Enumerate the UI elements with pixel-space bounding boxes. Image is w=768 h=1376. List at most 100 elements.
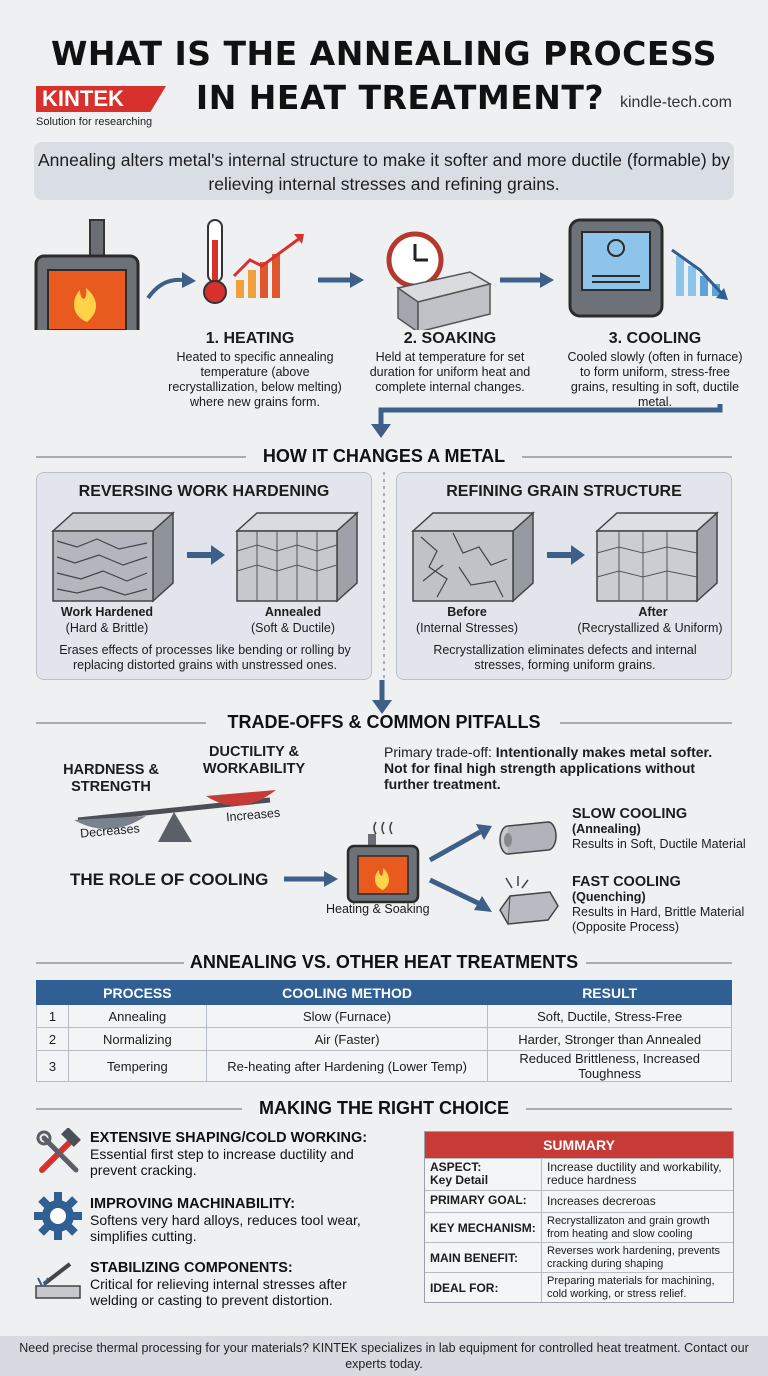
summary-value: Increase ductility and workability, redu… xyxy=(547,1160,722,1187)
primary-tradeoff-prefix: Primary trade-off: xyxy=(384,744,496,760)
step-heating-title: 1. HEATING xyxy=(205,330,295,347)
table-cell: 2 xyxy=(36,1027,69,1051)
brand-tagline: Solution for researching xyxy=(36,116,153,128)
summary-key: PRIMARY GOAL: xyxy=(425,1191,542,1212)
choice-title: EXTENSIVE SHAPING/COLD WORKING: xyxy=(90,1130,368,1146)
step-cooling-title: 3. COOLING xyxy=(608,330,702,347)
divider xyxy=(560,722,732,724)
welding-icon xyxy=(35,1262,81,1299)
slow-cooling-cylinder-icon xyxy=(499,821,557,855)
small-furnace-icon xyxy=(346,821,420,904)
oven-icon xyxy=(568,218,664,318)
hardness-label: HARDNESS & STRENGTH xyxy=(63,762,159,795)
fast-cooling-sub: (Quenching) xyxy=(572,890,646,904)
panel-title: REFINING GRAIN STRUCTURE xyxy=(446,483,682,500)
work-hardened-label: Work Hardened xyxy=(60,605,154,619)
table-header-row: PROCESS COOLING METHOD RESULT xyxy=(36,980,732,1005)
step-heating-desc: Heated to specific annealing temperature… xyxy=(168,350,342,409)
divider xyxy=(36,722,206,724)
table-cell: Air (Faster) xyxy=(205,1027,489,1051)
work-hardening-cubes xyxy=(51,511,359,603)
work-hardened-sublabel: (Hard & Brittle) xyxy=(65,621,149,635)
fast-cooling-note: (Opposite Process) xyxy=(572,920,679,934)
thermometer-icon xyxy=(203,219,227,304)
choice-desc: Critical for relieving internal stresses… xyxy=(90,1276,347,1308)
fast-cooling-bar-icon xyxy=(499,876,559,925)
summary-row: ASPECT: Key Detail Increase ductility an… xyxy=(425,1158,733,1190)
summary-key: MAIN BENEFIT: xyxy=(425,1243,542,1272)
clock-icon xyxy=(386,231,444,289)
section-heading-choice: MAKING THE RIGHT CHOICE xyxy=(259,1098,509,1118)
table-row: 1 Annealing Slow (Furnace) Soft, Ductile… xyxy=(36,1004,732,1028)
summary-value: Reverses work hardening, prevents cracki… xyxy=(547,1245,721,1270)
column-header: RESULT xyxy=(487,980,732,1005)
fast-cooling-title: FAST COOLING xyxy=(572,874,681,890)
furnace-icon xyxy=(34,219,140,330)
column-header: COOLING METHOD xyxy=(205,980,489,1005)
slow-cooling-result: Results in Soft, Ductile Material xyxy=(572,837,746,851)
panel-work-hardening: REVERSING WORK HARDENING Work Hardened (… xyxy=(36,472,372,680)
metal-block-icon xyxy=(396,271,492,330)
summary-table: SUMMARY ASPECT: Key Detail Increase duct… xyxy=(424,1131,734,1303)
furnace-label: Heating & Soaking xyxy=(326,902,430,916)
role-of-cooling-label: THE ROLE OF COOLING xyxy=(70,870,269,889)
slow-cooling-title: SLOW COOLING xyxy=(572,806,688,822)
page-title-line2: IN HEAT TREATMENT? xyxy=(195,78,605,117)
table-cell: Normalizing xyxy=(67,1027,207,1051)
table-cell: Re-heating after Hardening (Lower Temp) xyxy=(205,1050,489,1082)
footer-cta: Need precise thermal processing for your… xyxy=(0,1336,768,1376)
table-cell: Reduced Brittleness, Increased Toughness xyxy=(487,1050,732,1082)
connector-arrow xyxy=(371,404,723,438)
summary-row: PRIMARY GOAL: Increases decreroas xyxy=(425,1190,733,1212)
table-cell: 3 xyxy=(36,1050,69,1082)
ductility-label: DUCTILITY & WORKABILITY xyxy=(202,744,306,777)
column-header: PROCESS xyxy=(67,980,207,1005)
arrow-1 xyxy=(146,277,183,300)
grain-structure-cubes xyxy=(411,511,719,603)
section-heading-tradeoffs: TRADE-OFFS & COMMON PITFALLS xyxy=(227,712,541,732)
table-cell: 1 xyxy=(36,1004,69,1028)
divider xyxy=(36,456,246,458)
brand-logo[interactable]: KINTEK xyxy=(36,86,166,112)
section-heading-comparison: ANNEALING VS. OTHER HEAT TREATMENTS xyxy=(189,952,579,972)
before-sublabel: (Internal Stresses) xyxy=(415,621,519,635)
primary-tradeoff: Primary trade-off: Intentionally makes m… xyxy=(384,744,734,792)
table-cell: Slow (Furnace) xyxy=(205,1004,489,1028)
choice-desc: Softens very hard alloys, reduces tool w… xyxy=(90,1212,361,1244)
down-arrow xyxy=(372,680,392,714)
after-label: After xyxy=(638,605,668,619)
table-cell: Soft, Ductile, Stress-Free xyxy=(487,1004,732,1028)
panel-title: REVERSING WORK HARDENING xyxy=(78,483,330,500)
divider xyxy=(36,962,184,964)
column-header xyxy=(36,980,69,1005)
panel-desc: Erases effects of processes like bending… xyxy=(59,643,351,672)
step-soaking-desc: Held at temperature for set duration for… xyxy=(369,350,531,394)
site-link[interactable]: kindle-tech.com xyxy=(619,94,732,111)
falling-chart-icon xyxy=(671,248,728,300)
section-heading-changes: HOW IT CHANGES A METAL xyxy=(262,446,506,466)
table-row: 3 Tempering Re-heating after Hardening (… xyxy=(36,1050,732,1082)
choice-desc: Essential first step to increase ductili… xyxy=(90,1146,354,1178)
summary-key: KEY MECHANISM: xyxy=(425,1213,542,1242)
choice-title: STABILIZING COMPONENTS: xyxy=(90,1260,293,1276)
process-icons xyxy=(34,218,728,330)
before-label: Before xyxy=(447,605,487,619)
summary-value: Preparing materials for machining, cold … xyxy=(547,1275,715,1300)
summary-row: MAIN BENEFIT: Reverses work hardening, p… xyxy=(425,1242,733,1272)
choice-title: IMPROVING MACHINABILITY: xyxy=(90,1196,296,1212)
primary-tradeoff-bold: Intentionally makes metal softer. Not fo… xyxy=(384,744,713,792)
page-title-line1: WHAT IS THE ANNEALING PROCESS xyxy=(50,34,717,73)
summary-key: IDEAL FOR: xyxy=(425,1273,542,1302)
gear-icon xyxy=(34,1192,82,1240)
annealed-cube-icon xyxy=(235,511,359,603)
summary-row: KEY MECHANISM: Recrystallizaton and grai… xyxy=(425,1212,733,1242)
table-cell: Tempering xyxy=(67,1050,207,1082)
table-cell: Harder, Stronger than Annealed xyxy=(487,1027,732,1051)
intro-banner: Annealing alters metal's internal struct… xyxy=(34,142,734,200)
annealed-label: Annealed xyxy=(264,605,322,619)
divider xyxy=(36,1108,242,1110)
balance-scale-icon xyxy=(74,790,276,842)
cooling-diagram xyxy=(284,821,492,912)
slow-cooling-sub: (Annealing) xyxy=(572,822,641,836)
comparison-table: PROCESS COOLING METHOD RESULT 1 Annealin… xyxy=(36,980,732,1082)
